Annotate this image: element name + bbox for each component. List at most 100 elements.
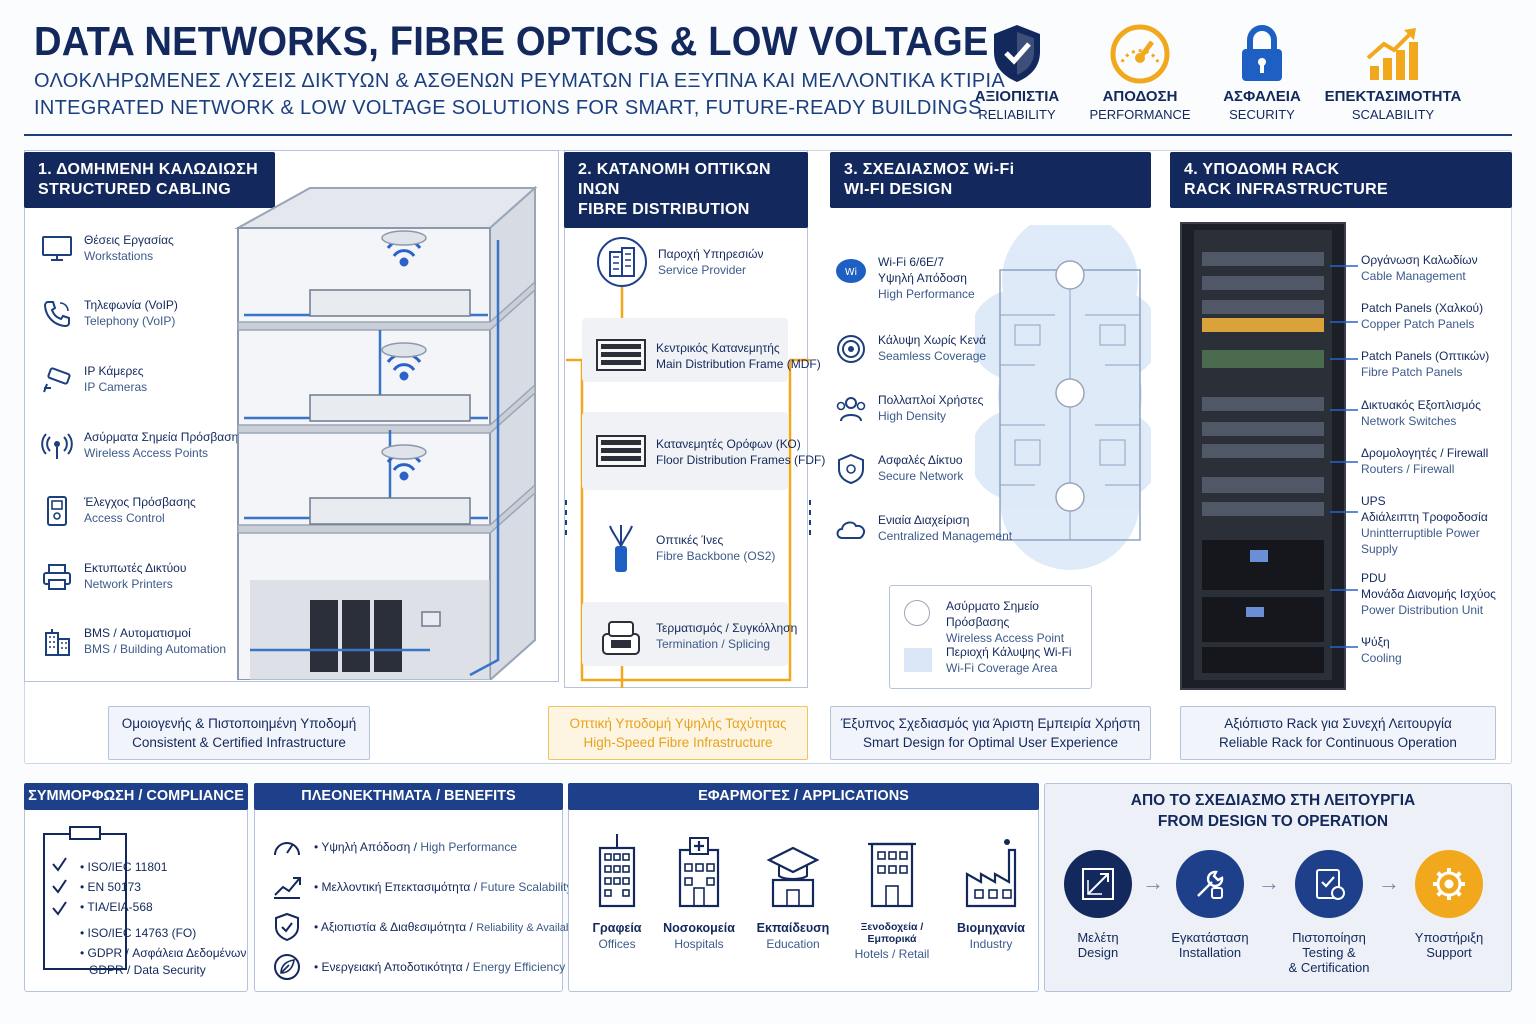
section3-title-en: WI-FI DESIGN bbox=[844, 181, 953, 198]
process-title-gr: ΑΠΟ ΤΟ ΣΧΕΔΙΑΣΜΟ ΣΤΗ ΛΕΙΤΟΥΡΓΙΑ bbox=[1130, 792, 1416, 809]
item-label-en: High Performance bbox=[878, 287, 975, 301]
shield-icon bbox=[838, 453, 864, 485]
label-gr: UPS bbox=[1361, 494, 1386, 508]
app-label-en: Hospitals bbox=[674, 937, 724, 951]
item-label-en: High Density bbox=[878, 409, 947, 423]
item-label-gr: Έλεγχος Πρόσβασης bbox=[84, 495, 196, 509]
benefit-item: • Υψηλή Απόδοση / High Performance bbox=[270, 830, 517, 864]
gear-icon bbox=[1433, 868, 1465, 900]
app-label-en: Offices bbox=[598, 937, 636, 951]
item-label-gr: Οπτικές Ίνες bbox=[656, 533, 724, 547]
label-en: Copper Patch Panels bbox=[1361, 317, 1475, 331]
footer-en: Reliable Rack for Continuous Operation bbox=[1219, 735, 1457, 750]
section3-header: 3. ΣΧΕΔΙΑΣΜΟΣ Wi-Fi WI-FI DESIGN bbox=[830, 152, 1151, 208]
section3-footer: Έξυπνος Σχεδιασμός για Άριστη Εμπειρία Χ… bbox=[830, 706, 1151, 760]
item-label-en: Telephony (VoIP) bbox=[84, 314, 176, 328]
compliance-item: • ISO/IEC 14763 (FO) bbox=[80, 926, 197, 940]
footer-gr: Έξυπνος Σχεδιασμός για Άριστη Εμπειρία Χ… bbox=[840, 716, 1141, 731]
label-en: Routers / Firewall bbox=[1361, 462, 1455, 476]
benefit-item: • Αξιοπιστία & Διαθεσιμότητα / Reliabili… bbox=[270, 910, 588, 944]
item-label-en: Main Distribution Frame (MDF) bbox=[656, 357, 821, 371]
section4-header: 4. ΥΠΟΔΟΜΗ RACK RACK INFRASTRUCTURE bbox=[1170, 152, 1512, 208]
kpi-label-gr: ΑΠΟΔΟΣΗ bbox=[1102, 88, 1178, 105]
benefit-label-gr: Υψηλή Απόδοση bbox=[321, 840, 411, 854]
arrow-icon: → bbox=[1142, 870, 1164, 895]
app-label-gr: Νοσοκομεία bbox=[663, 921, 735, 935]
building-icon bbox=[45, 629, 70, 656]
kpi-label-en: SECURITY bbox=[1229, 107, 1295, 122]
page-title: DATA NETWORKS, FIBRE OPTICS & LOW VOLTAG… bbox=[34, 18, 989, 64]
kpi-reliability: ΑΞΙΟΠΙΣΤΙΑ RELIABILITY bbox=[952, 22, 1082, 122]
kpi-performance: ΑΠΟΔΟΣΗ PERFORMANCE bbox=[1075, 22, 1205, 122]
kpi-label-en: RELIABILITY bbox=[978, 107, 1056, 122]
item-label-en: Fibre Backbone (OS2) bbox=[656, 549, 776, 563]
item-label-en: Wireless Access Points bbox=[84, 446, 209, 460]
section1-footer: Ομοιογενής & Πιστοποιημένη Υποδομή Consi… bbox=[108, 706, 370, 760]
section3-title-gr: 3. ΣΧΕΔΙΑΣΜΟΣ Wi-Fi bbox=[844, 161, 1015, 178]
design-icon bbox=[1082, 868, 1114, 900]
benefits-panel bbox=[254, 783, 563, 992]
item-label-gr: Τερματισμός / Συγκόλληση bbox=[656, 621, 798, 635]
patch-frame-icon bbox=[596, 339, 646, 371]
header-divider bbox=[24, 134, 1512, 136]
item-label-en: Workstations bbox=[84, 249, 154, 263]
label-gr: Patch Panels (Χαλκού) bbox=[1361, 301, 1484, 315]
hospital-icon bbox=[678, 837, 720, 908]
gauge-icon bbox=[274, 842, 300, 856]
label-en: Cooling bbox=[1361, 651, 1402, 665]
benefit-item: • Μελλοντική Επεκτασιμότητα / Future Sca… bbox=[270, 870, 572, 904]
hotel-icon bbox=[868, 842, 916, 908]
section2-header: 2. ΚΑΤΑΝΟΜΗ ΟΠΤΙΚΩΝ ΙΝΩΝ FIBRE DISTRIBUT… bbox=[564, 152, 808, 228]
office-icon bbox=[598, 834, 636, 908]
printer-icon bbox=[43, 564, 71, 590]
app-label-gr: Εκπαίδευση bbox=[756, 921, 830, 935]
compliance-standard: GDPR / Data Security bbox=[89, 963, 206, 977]
certify-icon bbox=[1316, 869, 1345, 900]
compliance-item: • GDPR / Ασφάλεια Δεδομένων bbox=[80, 946, 247, 960]
label-en: Cable Management bbox=[1361, 269, 1466, 283]
step-label-en2: & Certification bbox=[1288, 960, 1370, 975]
footer-gr: Οπτική Υποδομή Υψηλής Ταχύτητας bbox=[569, 716, 787, 731]
section2-title-en: FIBRE DISTRIBUTION bbox=[578, 201, 750, 218]
compliance-standard: ISO/IEC 11801 bbox=[87, 860, 168, 874]
gauge-icon bbox=[1110, 24, 1170, 84]
svg-text:Wi: Wi bbox=[845, 267, 857, 278]
item-label-gr: Θέσεις Εργασίας bbox=[84, 233, 174, 247]
label-gr: Οργάνωση Καλωδίων bbox=[1361, 253, 1478, 267]
arrow-icon: → bbox=[1258, 870, 1280, 895]
label-en: Fibre Patch Panels bbox=[1361, 365, 1463, 379]
benefit-label-gr: Μελλοντική Επεκτασιμότητα bbox=[321, 880, 471, 894]
padlock-icon bbox=[1242, 25, 1282, 81]
benefit-label-en: High Performance bbox=[420, 840, 518, 854]
shield-check-icon bbox=[275, 912, 299, 942]
benefit-label-en: Energy Efficiency bbox=[472, 960, 566, 974]
growth-icon bbox=[274, 877, 301, 899]
step-label-gr: Υποστήριξη bbox=[1414, 930, 1484, 945]
factory-icon bbox=[965, 839, 1017, 908]
compliance-item: • TIA/EIA-568 bbox=[80, 900, 153, 914]
kpi-scalability: ΕΠΕΚΤΑΣΙΜΟΤΗΤΑ SCALABILITY bbox=[1318, 22, 1468, 122]
benefit-label-en: Future Scalability bbox=[480, 880, 573, 894]
footer-en: High-Speed Fibre Infrastructure bbox=[583, 735, 773, 750]
cabling-item-telephony: Τηλεφωνία (VoIP)Telephony (VoIP) bbox=[40, 297, 178, 331]
app-label-gr: Γραφεία bbox=[592, 921, 642, 935]
item-label-en: BMS / Building Automation bbox=[84, 642, 227, 656]
kpi-label-gr: ΑΞΙΟΠΙΣΤΙΑ bbox=[974, 88, 1060, 105]
compliance-title: ΣΥΜΜΟΡΦΩΣΗ / COMPLIANCE bbox=[24, 783, 248, 810]
section2-title-gr: 2. ΚΑΤΑΝΟΜΗ ΟΠΤΙΚΩΝ ΙΝΩΝ bbox=[578, 161, 771, 198]
building-cutaway-illustration bbox=[234, 185, 538, 680]
compliance-standard: TIA/EIA-568 bbox=[87, 900, 153, 914]
